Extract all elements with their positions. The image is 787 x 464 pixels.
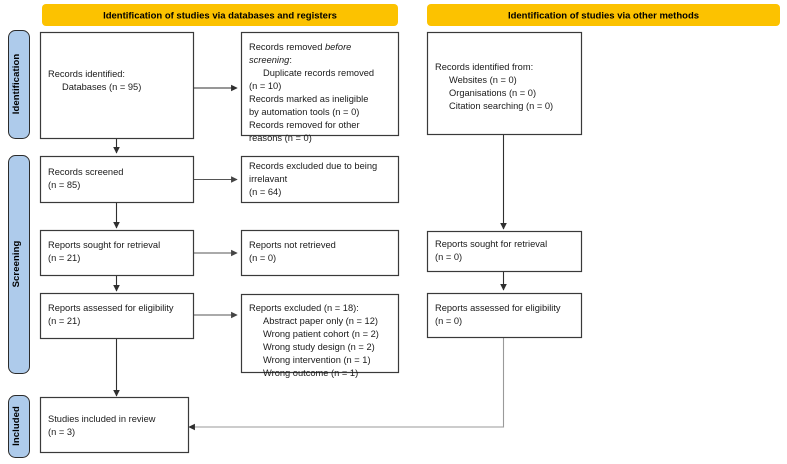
box-reports-not-retrieved-shape [240,229,400,277]
box-records-removed-line-1: screening: [249,55,292,65]
box-records-identified-other-line-1: Websites (n = 0) [449,75,517,85]
box-reports-sought-retrieval-other-shape [426,230,583,273]
phase-tab-screening-shape [8,155,30,374]
box-reports-sought-retrieval-line-0: Reports sought for retrieval [48,240,160,250]
box-records-excluded-line-1: irrelavant [249,174,288,184]
header-other-methods-bar [427,4,780,26]
box-records-removed: Records removed before screening: Duplic… [240,31,400,143]
box-reports-sought-retrieval-line-1: (n = 21) [48,253,80,263]
phase-tab-included-label: Included [11,406,22,446]
box-reports-excluded: Reports excluded (n = 18): Abstract pape… [240,293,400,378]
box-records-identified-other: Records identified from: Websites (n = 0… [426,31,583,136]
header-databases-registers-label: Identification of studies via databases … [103,11,337,22]
box-reports-assessed-eligibility-other-line-1: (n = 0) [435,316,462,326]
box-reports-excluded-line-4: Wrong intervention (n = 1) [263,355,371,365]
phase-tab-included: Included [8,395,30,458]
box-records-removed-line-4: Records marked as ineligible [249,94,368,104]
box-reports-excluded-line-0: Reports excluded (n = 18): [249,303,359,313]
box-records-identified: Records identified: Databases (n = 95) [39,31,195,140]
box-records-removed-line-1-colon: : [289,55,292,65]
box-reports-excluded-line-1: Abstract paper only (n = 12) [263,316,378,326]
box-records-identified-other-line-2: Organisations (n = 0) [449,88,536,98]
box-records-removed-line-0-italic: before [325,42,351,52]
box-reports-sought-retrieval: Reports sought for retrieval (n = 21) [39,229,195,277]
box-studies-included: Studies included in review (n = 3) [39,396,190,454]
box-records-removed-line-7: reasons (n = 0) [249,133,312,143]
box-reports-assessed-eligibility-other-line-0: Reports assessed for eligibility [435,303,561,313]
box-reports-sought-retrieval-other-line-0: Reports sought for retrieval [435,239,547,249]
box-reports-assessed-eligibility-line-0: Reports assessed for eligibility [48,303,174,313]
box-records-removed-line-6: Records removed for other [249,120,360,130]
box-records-screened-line-0: Records screened [48,167,123,177]
box-records-removed-line-0-plain: Records removed [249,42,325,52]
box-records-identified-other-line-0: Records identified from: [435,62,533,72]
box-records-excluded-line-2: (n = 64) [249,187,281,197]
box-reports-excluded-line-2: Wrong patient cohort (n = 2) [263,329,379,339]
box-records-screened-line-1: (n = 85) [48,180,80,190]
box-records-identified-line-0: Records identified: [48,69,125,79]
box-studies-included-shape [39,396,190,454]
box-reports-sought-retrieval-other-line-1: (n = 0) [435,252,462,262]
phase-tab-screening: Screening [8,155,30,374]
box-reports-excluded-line-5: Wrong outcome (n = 1) [263,368,358,378]
box-reports-not-retrieved: Reports not retrieved (n = 0) [240,229,400,277]
box-records-excluded-line-0: Records excluded due to being [249,161,377,171]
box-records-removed-line-0: Records removed before [249,42,351,52]
box-reports-not-retrieved-line-1: (n = 0) [249,253,276,263]
phase-tab-included-shape [8,395,30,458]
box-records-removed-line-3: (n = 10) [249,81,281,91]
box-records-identified-other-line-3: Citation searching (n = 0) [449,101,553,111]
box-reports-assessed-eligibility-other: Reports assessed for eligibility (n = 0) [426,292,583,339]
box-reports-excluded-shape [240,293,400,374]
header-other-methods-label: Identification of studies via other meth… [508,11,699,22]
box-reports-excluded-line-3: Wrong study design (n = 2) [263,342,375,352]
box-records-excluded: Records excluded due to being irrelavant… [240,155,400,204]
box-records-removed-line-1-italic: screening [249,55,290,65]
phase-tab-identification: Identification [8,30,30,139]
box-reports-sought-retrieval-other: Reports sought for retrieval (n = 0) [426,230,583,273]
header-databases-registers-bar [42,4,398,26]
box-studies-included-line-1: (n = 3) [48,427,75,437]
box-records-removed-line-2: Duplicate records removed [263,68,374,78]
box-records-screened: Records screened (n = 85) [39,155,195,204]
box-records-identified-shape [39,31,195,140]
box-records-screened-shape [39,155,195,204]
box-records-identified-line-1: Databases (n = 95) [62,82,141,92]
phase-tab-screening-label: Screening [11,240,22,287]
box-records-excluded-shape [240,155,400,204]
box-records-removed-shape [240,31,400,137]
box-reports-assessed-eligibility-shape [39,292,195,340]
header-databases-registers: Identification of studies via databases … [42,4,398,26]
connector-other-assessed-to-included [188,337,505,431]
box-reports-not-retrieved-line-0: Reports not retrieved [249,240,336,250]
phase-tab-identification-shape [8,30,30,139]
box-records-identified-other-shape [426,31,583,136]
box-reports-assessed-eligibility-other-shape [426,292,583,339]
box-reports-sought-retrieval-shape [39,229,195,277]
box-records-removed-line-5: by automation tools (n = 0) [249,107,359,117]
phase-tab-identification-label: Identification [11,54,22,115]
box-studies-included-line-0: Studies included in review [48,414,156,424]
box-reports-assessed-eligibility-line-1: (n = 21) [48,316,80,326]
box-reports-assessed-eligibility: Reports assessed for eligibility (n = 21… [39,292,195,340]
header-other-methods: Identification of studies via other meth… [427,4,780,26]
